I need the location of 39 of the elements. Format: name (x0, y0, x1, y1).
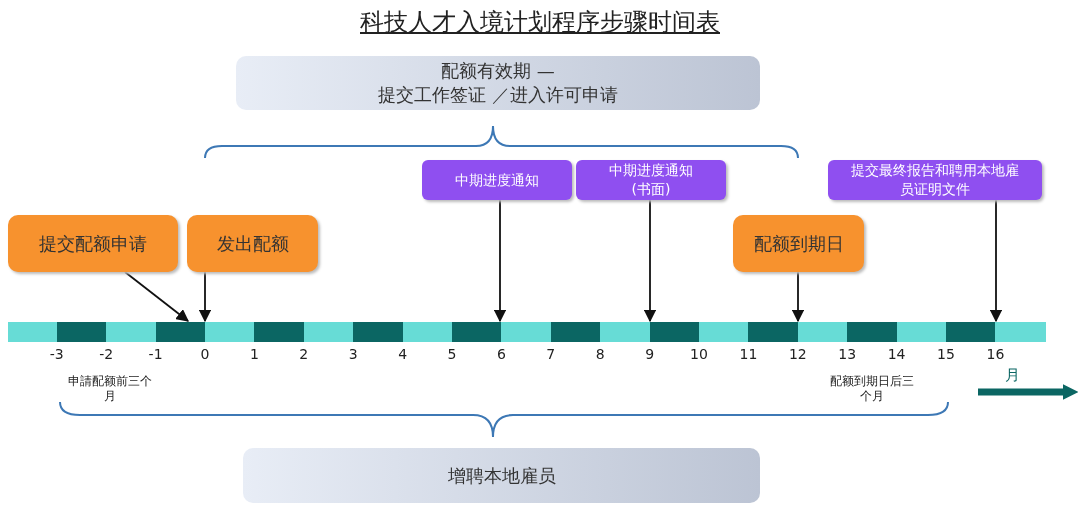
axis-label: 月 (1005, 366, 1020, 385)
tick-label: 9 (644, 346, 656, 362)
arrow (989, 199, 1003, 323)
tick-label: 11 (738, 346, 759, 362)
period-banner: 配额有效期 — 提交工作签证 ／进入许可申请 (236, 56, 760, 110)
tick-label: 13 (837, 346, 858, 362)
tick-label: 15 (936, 346, 956, 362)
event-box: 配额到期日 (733, 215, 864, 272)
arrow (643, 199, 657, 323)
tick-label: 8 (594, 346, 606, 362)
tick-label: 5 (446, 346, 458, 362)
tick-label: 2 (298, 346, 310, 362)
tick-label: 4 (397, 346, 409, 362)
tick-label: 6 (495, 346, 507, 362)
tick-label: 7 (545, 346, 557, 362)
arrow (791, 271, 805, 323)
tick-label: 16 (985, 346, 1006, 362)
note: 申請配额前三个月 (67, 374, 153, 404)
tick-label: 3 (347, 346, 359, 362)
tick-label: 10 (689, 346, 709, 362)
event-box: 提交配额申请 (8, 215, 178, 272)
timeline-bar (8, 322, 1046, 342)
tick-label: 14 (886, 346, 907, 362)
milestone-box: 中期进度通知 (书面) (576, 160, 726, 200)
note: 配额到期日后三个月 (829, 374, 915, 404)
tick-label: -3 (48, 346, 65, 362)
tick-label: -2 (98, 346, 115, 362)
title: 科技人才入境计划程序步骤时间表 (359, 7, 721, 38)
milestone-box: 提交最终报告和聘用本地雇员证明文件 (828, 160, 1042, 200)
milestone-box: 中期进度通知 (422, 160, 572, 200)
period-banner: 增聘本地雇员 (243, 448, 760, 503)
arrow (198, 271, 212, 323)
tick-label: 12 (787, 346, 808, 362)
tick-label: 0 (199, 346, 211, 362)
tick-label: -1 (147, 346, 164, 362)
arrow (124, 271, 189, 322)
event-box: 发出配额 (187, 215, 318, 272)
arrow (493, 199, 507, 323)
tick-label: 1 (248, 346, 260, 362)
